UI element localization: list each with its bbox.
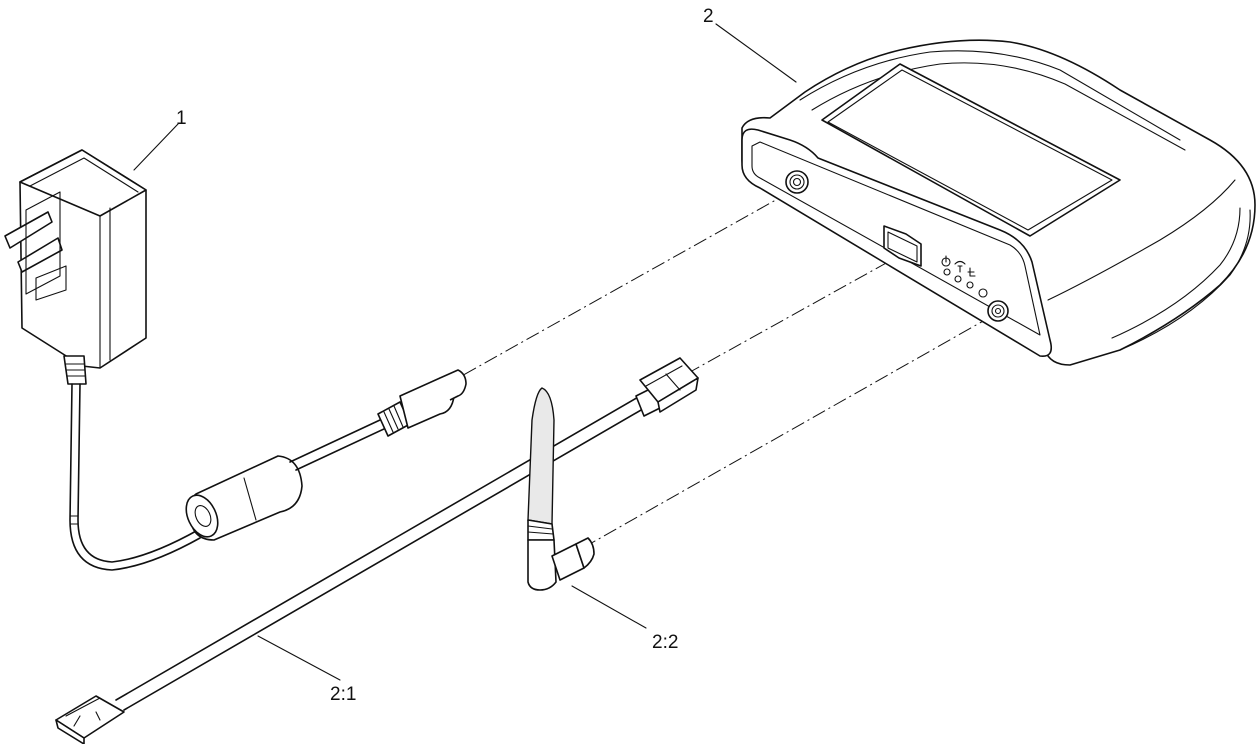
callout-ethernet-cable: 2:1: [330, 684, 356, 705]
adapter-cable: [69, 369, 467, 571]
leader-lines: [133, 23, 797, 681]
assembly-guide-lines: [457, 191, 993, 546]
callout-antenna: 2:2: [652, 632, 678, 653]
callout-adapter: 1: [176, 108, 187, 129]
callout-device: 2: [703, 6, 714, 27]
power-adapter: [4, 149, 147, 385]
ethernet-cable: [55, 357, 699, 745]
router-device: [741, 39, 1256, 366]
antenna: [527, 387, 595, 591]
